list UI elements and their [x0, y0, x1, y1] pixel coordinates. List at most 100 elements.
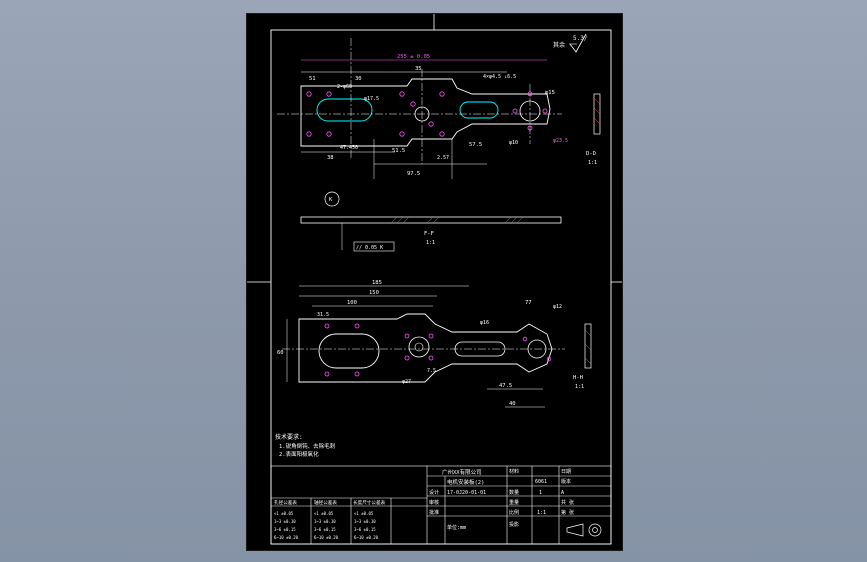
dim-51-5: 51.5: [392, 148, 405, 154]
svg-text:5.3/: 5.3/: [573, 35, 588, 42]
top-view-outline: [300, 78, 551, 147]
dim-35: 35: [415, 66, 422, 72]
drawing-sheet: 其余 5.3/: [246, 13, 623, 551]
bottom-view-outline: [298, 313, 553, 383]
dim-phi10: φ10: [509, 140, 518, 146]
dim-185: 185: [372, 280, 382, 286]
flatness-frame: [353, 241, 395, 252]
dim-47-5: 47.5: [499, 383, 512, 389]
technical-notes: 技术要求: 1.锐角倒钝、去除毛刺 2.表面阳极氧化: [275, 433, 336, 458]
dim-holes: 4×φ4.5 ↓6.5: [483, 74, 516, 80]
tol-row: 6~10 ±0.20: [354, 535, 379, 540]
notes-line1: 1.锐角倒钝、去除毛刺: [279, 442, 336, 450]
tol-head-length: 长度尺寸公差表: [353, 499, 386, 506]
dim-2-57: 2.57: [437, 155, 449, 161]
dim-47: 47.450: [340, 145, 358, 151]
tol-head-shaft: 轴径公差表: [314, 499, 337, 506]
tol-row: 6~10 ±0.20: [274, 535, 299, 540]
approver-label: 批准: [429, 509, 439, 516]
slot-right: [459, 101, 499, 119]
tol-head-hole: 孔径公差表: [274, 499, 297, 506]
hole-pattern-top: [306, 91, 548, 137]
bottom-bore-center: [408, 336, 430, 358]
dim-2x60: 2-φ60: [337, 84, 352, 90]
dim-phi23: φ23.5: [553, 138, 568, 144]
rev-value: A: [561, 490, 564, 496]
dim-phi17-5: φ17.5: [364, 96, 379, 102]
section-hh-label: H-H: [573, 375, 583, 381]
dim-38: 38: [327, 155, 334, 161]
detail-marker-label: K: [329, 197, 333, 203]
page-label: 共 张: [561, 499, 574, 506]
tol-row: 3~6 ±0.15: [274, 527, 296, 532]
designer-label: 设计: [429, 489, 439, 496]
title-block-text: 广州XX有限公司 材料 日期 电机安装板(2) 6061 版本 设计 17-0J…: [274, 468, 602, 540]
dim-phi15: φ15: [545, 90, 555, 96]
tol-row: 3~6 ±0.15: [354, 527, 376, 532]
projection-symbol-icon: [566, 523, 602, 537]
dim-30: 30: [355, 76, 362, 82]
tol-row: 1~3 ±0.10: [354, 519, 376, 524]
notes-heading: 技术要求:: [275, 433, 303, 441]
side-view-plate: [300, 216, 562, 224]
part-name: 电机安装板(2): [447, 478, 484, 486]
svg-text:其余: 其余: [553, 41, 565, 49]
title-block: [270, 465, 612, 545]
dim-97-5: 97.5: [407, 171, 420, 177]
scale-label: 比例: [509, 509, 519, 516]
bottom-view: 185 150 100 77 φ12 31.5 φ16 7.5 φ27 47.5…: [277, 280, 592, 408]
section-hh: [584, 323, 592, 369]
material-value: 6061: [535, 479, 547, 485]
dim-77: 77: [525, 300, 532, 306]
section-dd-scale: 1:1: [588, 160, 597, 166]
tol-row: 6~10 ±0.20: [314, 535, 339, 540]
company-name: 广州XX有限公司: [442, 468, 482, 476]
top-view: 255 ± 0.05 35 51 30 2-φ60 4×φ4.5 ↓6.5 φ1…: [277, 38, 601, 179]
notes-line2: 2.表面阳极氧化: [279, 450, 319, 458]
projection-label: 投影: [509, 521, 519, 528]
bottom-slot-left: [318, 333, 380, 369]
flatness-tolerance: // 0.05 K: [356, 245, 383, 251]
dim-7-5: 7.5: [427, 368, 436, 374]
dim-phi12: φ12: [553, 304, 562, 310]
surface-finish-symbol: 其余 5.3/: [553, 33, 588, 53]
date-label: 日期: [561, 469, 571, 475]
drawing-number: 17-0J20-01-01: [447, 490, 486, 496]
tol-row: 3~6 ±0.15: [314, 527, 336, 532]
unit-label: 单位:mm: [447, 524, 466, 531]
tol-row: <1 ±0.05: [354, 511, 374, 516]
count-value: 1: [539, 490, 542, 496]
dim-phi16: φ16: [480, 320, 489, 326]
dim-150: 150: [369, 290, 379, 296]
dim-31-5: 31.5: [317, 312, 329, 318]
tol-row: <1 ±0.05: [314, 511, 334, 516]
rev-label: 版本: [561, 478, 571, 485]
detail-marker-circle: [324, 191, 340, 207]
section-ff-scale: 1:1: [426, 240, 435, 246]
tol-row: <1 ±0.05: [274, 511, 294, 516]
scale-value: 1:1: [537, 510, 546, 516]
section-hh-scale: 1:1: [575, 384, 584, 390]
section-dd: [593, 93, 601, 135]
dim-overall-length: 255 ± 0.05: [397, 54, 430, 60]
side-view-hatch: [390, 216, 524, 224]
dim-100: 100: [347, 300, 357, 306]
dim-60: 60: [277, 350, 284, 356]
hole-pattern-bottom: [324, 323, 552, 377]
dim-51: 51: [309, 76, 316, 82]
count-label: 数量: [509, 489, 519, 496]
dim-40: 40: [509, 401, 516, 407]
side-view: K // 0.05 K F-F 1:1: [300, 191, 562, 252]
checker-label: 审核: [429, 499, 439, 506]
cad-drawing: 其余 5.3/: [247, 14, 622, 545]
dim-phi27: φ27: [402, 379, 411, 385]
dim-57-5: 57.5: [469, 142, 482, 148]
material-label: 材料: [509, 468, 519, 475]
inner-frame: [270, 29, 612, 545]
sheet-label: 第 张: [561, 509, 574, 516]
slot-left: [316, 98, 373, 122]
tol-row: 1~3 ±0.10: [274, 519, 296, 524]
section-dd-label: D-D: [586, 151, 596, 157]
weight-label: 重量: [509, 499, 519, 506]
